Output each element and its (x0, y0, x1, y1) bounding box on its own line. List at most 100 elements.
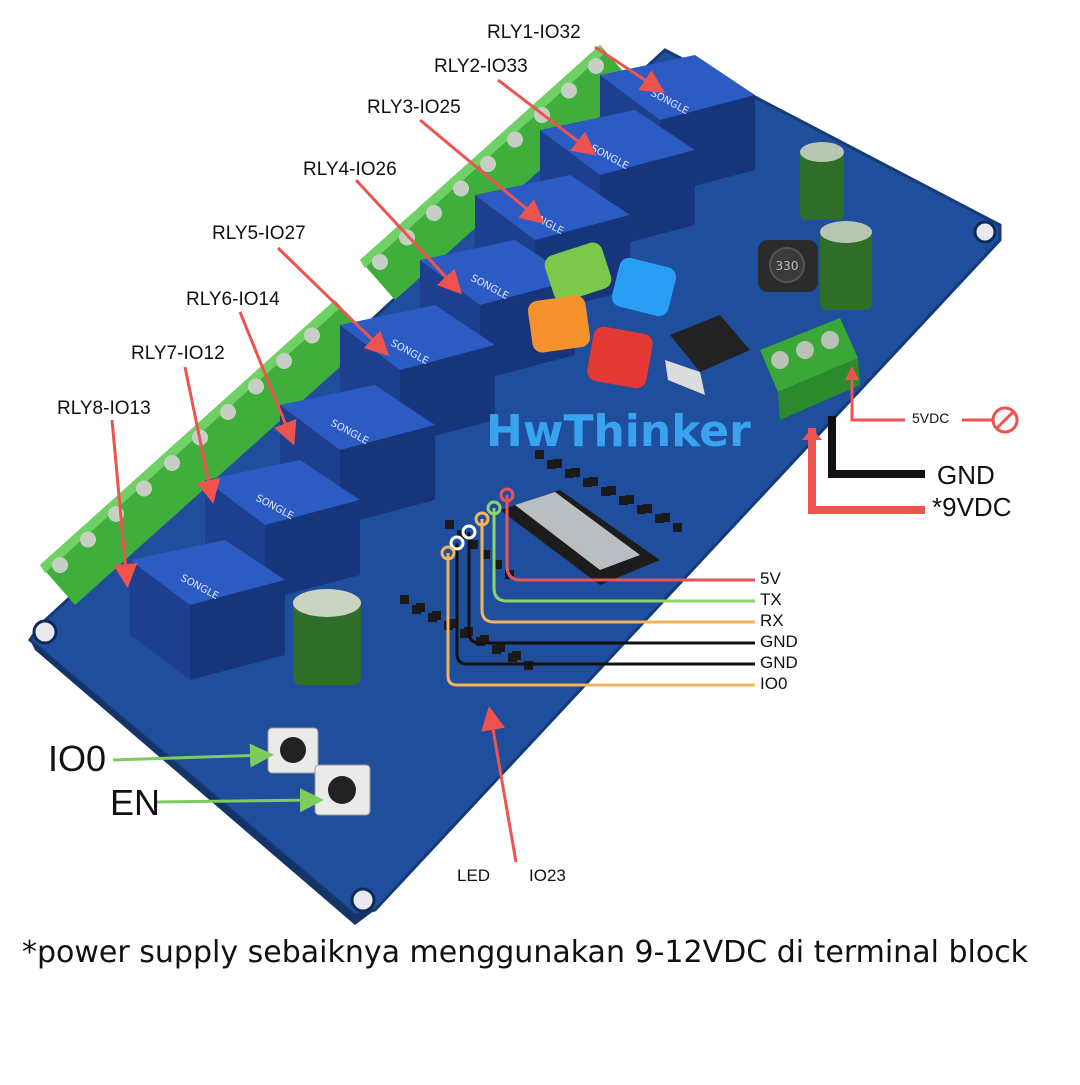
header-pin-label-3: RX (760, 611, 784, 630)
pin-wire-3 (480, 519, 755, 624)
terminal-screw (276, 353, 292, 369)
header-pin (565, 469, 574, 478)
header-pin (481, 550, 490, 559)
relay-pointer-3 (419, 118, 545, 224)
terminal-screw (136, 480, 152, 497)
relay-label-3: RLY3-IO25 (367, 97, 461, 118)
mount-hole (973, 220, 997, 244)
5vdc-label: 5VDC (912, 410, 950, 426)
header-pin (643, 504, 652, 513)
relay-label-4: RLY4-IO26 (303, 159, 397, 180)
header-pin-wires (440, 487, 755, 687)
voltage-regulator (665, 315, 750, 395)
terminal-screw (426, 205, 442, 221)
pin-marker (449, 535, 465, 551)
relay-label-5: RLY5-IO27 (212, 223, 306, 244)
header-pin (428, 613, 437, 622)
led-pin-label: IO23 (529, 866, 566, 885)
header-pin-label-1: 5V (760, 569, 781, 588)
no-symbol-icon (991, 406, 1019, 434)
5v-wire (850, 372, 905, 422)
header-pin-label-5: GND (760, 653, 798, 672)
logo-text: HwThinker (486, 406, 751, 457)
header-pin (661, 513, 670, 522)
terminal-screw (248, 378, 264, 395)
io0-pointer (112, 743, 274, 768)
relay-pointers (110, 45, 666, 588)
led-pointer (481, 706, 518, 863)
header-pin (637, 505, 646, 514)
vin-wire-end (802, 428, 822, 440)
vin-wire (808, 428, 925, 514)
en-pointer (156, 788, 324, 813)
pin-wire-5 (455, 543, 755, 666)
pin-marker (499, 487, 515, 503)
5v-arrowhead (845, 366, 859, 380)
terminal-screw (80, 531, 96, 548)
mount-hole (32, 619, 58, 645)
header-pin (547, 460, 556, 469)
gnd-wire (828, 416, 925, 478)
header-pin (457, 530, 466, 539)
header-pin (469, 540, 478, 549)
pin-wire-2 (492, 508, 755, 603)
pin-marker (461, 524, 477, 540)
relay-pointer-7 (183, 366, 221, 504)
gnd-power-label: GND (937, 460, 995, 490)
capacitor-top-1 (800, 142, 844, 220)
relay-label-2: RLY2-IO33 (434, 56, 528, 77)
header-pin (607, 486, 616, 495)
inductor-marking: 330 (776, 259, 799, 273)
header-pin (655, 514, 664, 523)
relay-7: SONGLE (205, 460, 360, 600)
header-pin (400, 595, 409, 604)
relay-pointer-6 (238, 311, 297, 446)
pin-marker (486, 500, 502, 516)
capacitor-top-2 (820, 221, 872, 310)
header-pin (493, 560, 502, 569)
relay-pointer-4 (354, 178, 463, 295)
terminal-screw (164, 455, 180, 471)
pin-wire-6 (446, 553, 755, 687)
terminal-screw (372, 254, 388, 270)
inductor: 330 (758, 240, 818, 292)
header-pin (625, 495, 634, 504)
pin-wire-4 (467, 532, 755, 645)
header-pin-label-4: GND (760, 632, 798, 651)
io0-button-label: IO0 (48, 738, 107, 779)
capacitor-bottom (293, 589, 361, 685)
terminal-screw (480, 156, 496, 172)
relay-label-1: RLY1-IO32 (487, 22, 581, 43)
power-terminal-block (760, 318, 860, 420)
tact-button-en (314, 764, 371, 816)
terminal-screw (52, 557, 68, 573)
pin-marker (440, 545, 456, 561)
mount-hole (350, 887, 376, 913)
header-pin-label-6: IO0 (760, 674, 788, 693)
relay-pointer-1 (594, 45, 666, 94)
relay-label-6: RLY6-IO14 (186, 289, 280, 310)
header-pin (492, 645, 501, 654)
terminal-screw (453, 180, 469, 197)
relay-label-8: RLY8-IO13 (57, 398, 151, 419)
terminal-screw (588, 58, 604, 74)
relay-8: SONGLE (130, 540, 285, 680)
header-pin (508, 653, 517, 662)
header-pin (553, 459, 562, 468)
power-supply-note: *power supply sebaiknya menggunakan 9-12… (22, 935, 1029, 970)
tact-button-io0 (267, 727, 319, 774)
header-pin (535, 450, 544, 459)
terminal-screw (561, 82, 577, 99)
relay-array: SONGLESONGLESONGLESONGLESONGLESONGLESONG… (130, 55, 755, 680)
header-pin (589, 477, 598, 486)
relay-pointer-8 (110, 419, 138, 588)
relay-label-7: RLY7-IO12 (131, 343, 225, 364)
header-pin (673, 523, 682, 532)
esp32-module (500, 490, 660, 585)
en-button-label: EN (110, 782, 161, 823)
pin-wire-1 (505, 495, 755, 582)
relay-pointer-2 (497, 78, 597, 156)
header-pin (445, 520, 454, 529)
